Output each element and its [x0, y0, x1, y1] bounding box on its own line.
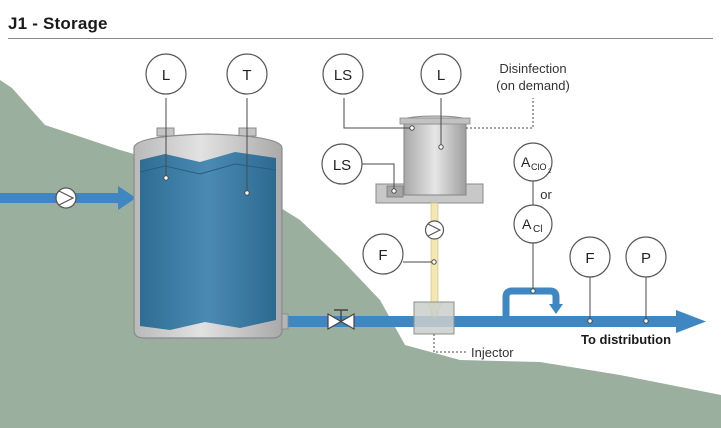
svg-text:A: A: [522, 216, 532, 232]
to-distribution-label: To distribution: [581, 332, 671, 347]
svg-text:Cl: Cl: [533, 224, 542, 235]
storage-tank: [133, 127, 283, 339]
svg-text:A: A: [521, 154, 531, 170]
injector-label: Injector: [471, 345, 514, 360]
disinfection-sublabel: (on demand): [496, 78, 570, 93]
inlet-arrowhead: [118, 186, 136, 210]
svg-text:L: L: [162, 67, 170, 84]
instrument-dosing-flow[interactable]: F: [362, 233, 404, 275]
disinfection-dosing-tank: [375, 115, 484, 204]
measurement-points: [163, 125, 649, 324]
outlet-flange: [281, 313, 289, 330]
outlet-arrowhead: [676, 310, 706, 333]
analyzer-sample-loop: [502, 287, 560, 320]
svg-text:T: T: [242, 67, 251, 84]
svg-text:L: L: [437, 67, 445, 84]
hillside-terrain: [0, 80, 721, 428]
svg-text:LS: LS: [333, 157, 351, 174]
instrument-chlorine-analyzer[interactable]: A Cl: [513, 204, 553, 244]
outlet-pipe: [282, 316, 682, 327]
disinfection-label: Disinfection: [499, 61, 566, 76]
svg-text:F: F: [378, 247, 387, 264]
instrument-tank-level[interactable]: L: [145, 53, 187, 95]
instrument-dosing-level-switch-bottom[interactable]: LS: [321, 143, 363, 185]
instrument-dosing-level[interactable]: L: [420, 53, 462, 95]
svg-text:F: F: [585, 250, 594, 267]
instrument-leader-lines: [165, 98, 647, 353]
svg-text:2: 2: [548, 169, 552, 175]
dosing-pump-icon: [424, 220, 445, 240]
sample-loop-arrowhead: [549, 304, 563, 314]
instrument-tank-temperature[interactable]: T: [226, 53, 268, 95]
tank-water: [140, 152, 276, 330]
instrument-outlet-pressure[interactable]: P: [625, 236, 667, 278]
svg-text:P: P: [641, 250, 651, 267]
instrument-dosing-level-switch-top[interactable]: LS: [322, 53, 364, 95]
outlet-valve-icon[interactable]: [327, 309, 355, 331]
inlet-pump-icon: [55, 187, 77, 209]
instrument-outlet-flow[interactable]: F: [569, 236, 611, 278]
title-divider: [8, 38, 713, 39]
page-title: J1 - Storage: [8, 14, 108, 33]
analyzer-or-label: or: [540, 187, 552, 202]
injector-block: [413, 301, 455, 335]
svg-text:LS: LS: [334, 67, 352, 84]
svg-text:ClO: ClO: [531, 162, 547, 172]
instrument-chlorine-dioxide-analyzer[interactable]: A ClO 2: [513, 142, 553, 182]
